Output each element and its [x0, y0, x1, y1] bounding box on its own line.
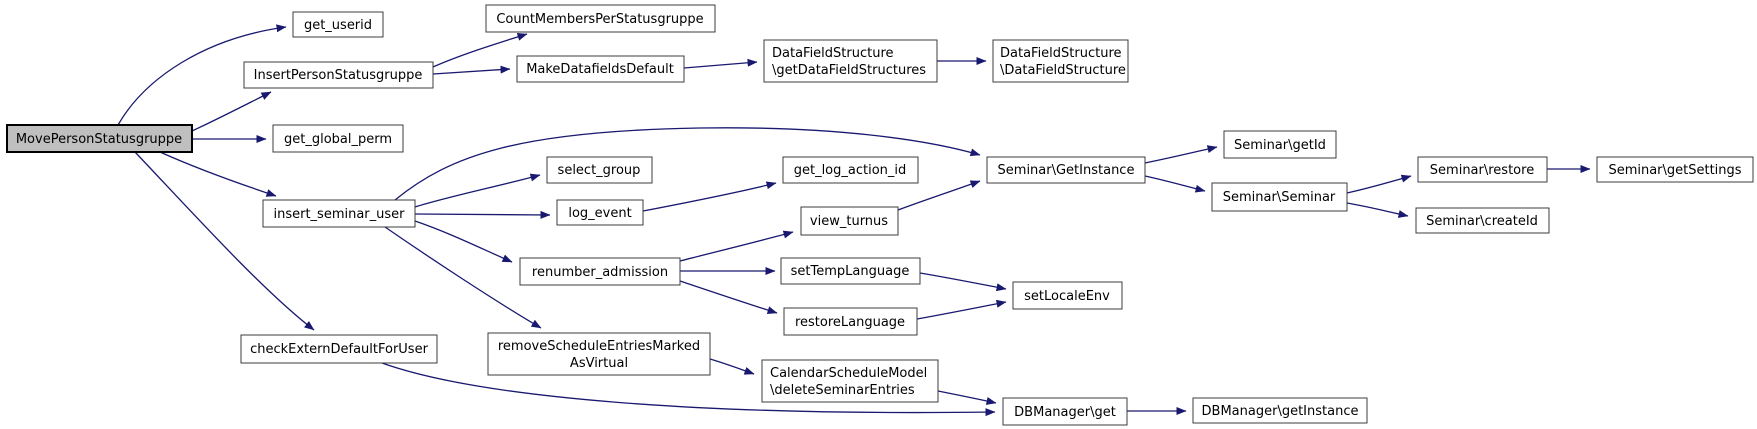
node-restore-language[interactable]: restoreLanguage: [783, 307, 918, 336]
edge-remove-schedule-entries-calendar-schedule-model: [709, 358, 755, 375]
node-move-person-statusgruppe: MovePersonStatusgruppe: [6, 124, 193, 153]
edge-restore-language-set-locale-env: [916, 299, 1007, 320]
edge-log-event-get-log-action-id: [642, 181, 777, 212]
node-calendar-schedule-model-delete-seminar-entries[interactable]: CalendarScheduleModel \deleteSeminarEntr…: [761, 359, 939, 403]
svg-text:removeScheduleEntriesMarked: removeScheduleEntriesMarked: [498, 339, 700, 354]
edge-root-insert-person-statusgruppe: [191, 91, 272, 132]
edge-insert-seminar-user-seminar-getinstance: [394, 127, 981, 201]
svg-text:DataFieldStructure: DataFieldStructure: [772, 46, 894, 61]
edge-check-extern-default-dbmanager-get: [381, 362, 996, 417]
edge-calendar-schedule-model-dbmanager-get: [937, 390, 997, 405]
node-dbmanager-get[interactable]: DBManager\get: [1002, 397, 1128, 426]
node-get-log-action-id[interactable]: get_log_action_id: [782, 156, 919, 184]
svg-text:restoreLanguage: restoreLanguage: [795, 315, 905, 330]
svg-text:DBManager\get: DBManager\get: [1014, 405, 1116, 420]
edge-view-turnus-seminar-getinstance: [897, 180, 981, 211]
edge-insert-seminar-user-log-event: [414, 210, 551, 219]
node-set-temp-language[interactable]: setTempLanguage: [780, 257, 921, 285]
svg-text:CalendarScheduleModel: CalendarScheduleModel: [770, 366, 927, 381]
svg-text:checkExternDefaultForUser: checkExternDefaultForUser: [250, 342, 429, 357]
svg-text:setTempLanguage: setTempLanguage: [791, 264, 910, 279]
svg-text:Seminar\createId: Seminar\createId: [1426, 214, 1538, 229]
svg-text:MovePersonStatusgruppe: MovePersonStatusgruppe: [16, 132, 182, 147]
edge-seminar-seminar-seminar-restore: [1346, 174, 1412, 194]
node-datafieldstructure-getdatafieldstructures[interactable]: DataFieldStructure \getDataFieldStructur…: [763, 39, 938, 83]
node-get-global-perm[interactable]: get_global_perm: [272, 124, 404, 153]
edge-root-check-extern-default-for-user: [134, 151, 315, 331]
edge-insert-seminar-user-select-group: [414, 173, 541, 208]
svg-text:setLocaleEnv: setLocaleEnv: [1024, 289, 1110, 304]
node-seminar-getsettings[interactable]: Seminar\getSettings: [1596, 156, 1754, 183]
edge-renumber-admission-restore-language: [679, 280, 778, 314]
svg-text:Seminar\GetInstance: Seminar\GetInstance: [998, 163, 1135, 178]
node-seminar-getinstance[interactable]: Seminar\GetInstance: [986, 156, 1146, 184]
node-select-group[interactable]: select_group: [546, 156, 653, 184]
svg-text:DataFieldStructure: DataFieldStructure: [1000, 46, 1122, 61]
svg-text:CountMembersPerStatusgruppe: CountMembersPerStatusgruppe: [496, 12, 703, 27]
node-get-userid[interactable]: get_userid: [292, 11, 384, 38]
node-insert-person-statusgruppe[interactable]: InsertPersonStatusgruppe: [243, 61, 434, 89]
node-set-locale-env[interactable]: setLocaleEnv: [1012, 281, 1123, 310]
svg-text:\getDataFieldStructures: \getDataFieldStructures: [772, 63, 926, 78]
node-log-event[interactable]: log_event: [556, 199, 644, 226]
svg-text:Seminar\getId: Seminar\getId: [1234, 138, 1326, 153]
edge-set-temp-language-set-locale-env: [919, 272, 1007, 292]
node-renumber-admission[interactable]: renumber_admission: [519, 257, 681, 286]
svg-text:view_turnus: view_turnus: [810, 214, 888, 229]
svg-text:log_event: log_event: [568, 206, 631, 221]
nodes-layer: MovePersonStatusgruppe get_userid Insert…: [6, 4, 1754, 426]
svg-text:select_group: select_group: [558, 163, 641, 178]
edge-root-insert-seminar-user: [159, 151, 277, 197]
svg-text:\deleteSeminarEntries: \deleteSeminarEntries: [770, 383, 915, 398]
edge-make-datafields-get-datafieldstructures: [683, 58, 758, 69]
node-make-datafields-default[interactable]: MakeDatafieldsDefault: [516, 55, 685, 83]
edge-insert-seminar-user-remove-schedule-entries: [384, 226, 542, 329]
svg-text:InsertPersonStatusgruppe: InsertPersonStatusgruppe: [254, 68, 423, 83]
svg-text:get_userid: get_userid: [304, 18, 372, 33]
svg-text:Seminar\getSettings: Seminar\getSettings: [1608, 163, 1741, 178]
edge-seminar-getinstance-seminar-getid: [1144, 145, 1218, 164]
svg-text:get_log_action_id: get_log_action_id: [794, 163, 907, 178]
edge-insert-seminar-user-renumber-admission: [414, 220, 513, 263]
edges-layer: [117, 24, 1591, 417]
edge-insert-person-count-members: [432, 33, 528, 68]
svg-text:\DataFieldStructure: \DataFieldStructure: [1000, 63, 1126, 78]
svg-text:Seminar\Seminar: Seminar\Seminar: [1223, 190, 1336, 205]
node-dbmanager-getinstance[interactable]: DBManager\getInstance: [1192, 397, 1368, 424]
node-seminar-restore[interactable]: Seminar\restore: [1417, 156, 1548, 183]
node-count-members-per-statusgruppe[interactable]: CountMembersPerStatusgruppe: [485, 4, 716, 33]
svg-text:renumber_admission: renumber_admission: [532, 265, 668, 280]
svg-text:Seminar\restore: Seminar\restore: [1430, 163, 1534, 178]
node-seminar-seminar[interactable]: Seminar\Seminar: [1211, 182, 1348, 212]
node-seminar-createid[interactable]: Seminar\createId: [1415, 207, 1550, 234]
edge-insert-person-make-datafields: [432, 65, 511, 75]
svg-text:DBManager\getInstance: DBManager\getInstance: [1202, 404, 1359, 419]
edge-seminar-getinstance-seminar-seminar: [1144, 175, 1206, 193]
svg-text:insert_seminar_user: insert_seminar_user: [273, 207, 405, 222]
node-remove-schedule-entries-marked-as-virtual[interactable]: removeScheduleEntriesMarked AsVirtual: [487, 332, 711, 376]
edge-seminar-seminar-seminar-createid: [1346, 202, 1409, 218]
node-view-turnus[interactable]: view_turnus: [800, 206, 899, 236]
svg-text:AsVirtual: AsVirtual: [570, 356, 628, 371]
edge-root-get-userid: [117, 24, 287, 126]
svg-text:get_global_perm: get_global_perm: [284, 132, 392, 147]
node-insert-seminar-user[interactable]: insert_seminar_user: [262, 199, 416, 228]
edge-renumber-admission-view-turnus: [679, 230, 794, 262]
svg-text:MakeDatafieldsDefault: MakeDatafieldsDefault: [526, 62, 674, 77]
node-seminar-getid[interactable]: Seminar\getId: [1223, 130, 1337, 159]
node-datafieldstructure-datafieldstructure[interactable]: DataFieldStructure \DataFieldStructure: [992, 39, 1129, 83]
node-check-extern-default-for-user[interactable]: checkExternDefaultForUser: [240, 334, 438, 364]
